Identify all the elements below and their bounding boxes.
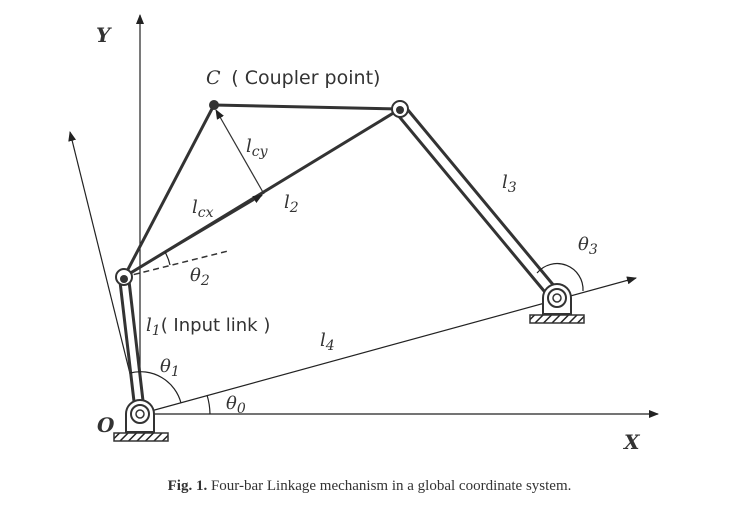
link-l1 xyxy=(118,271,146,420)
ground-support-rocker xyxy=(529,283,585,324)
input-link-axis xyxy=(68,131,141,415)
theta3-label: θ3 xyxy=(578,234,598,258)
theta0-label: θ0 xyxy=(226,393,246,417)
figure-caption-label: Fig. 1. xyxy=(167,478,208,494)
lcx-label: lcx xyxy=(192,197,214,221)
origin-label: O xyxy=(97,413,115,437)
l1-label: l1( Input link ) xyxy=(146,315,270,339)
joint-a-pin xyxy=(120,275,128,283)
theta1-arc xyxy=(129,371,182,404)
theta0-arc xyxy=(206,394,211,415)
joint-b-pin xyxy=(396,106,404,114)
y-axis-label: Y xyxy=(96,23,112,47)
lcy-label: lcy xyxy=(246,136,269,160)
theta2-label: θ2 xyxy=(190,265,210,289)
link-l3 xyxy=(393,102,564,305)
l3-label: l3 xyxy=(502,172,517,196)
l2-label: l2 xyxy=(284,192,299,216)
x-axis-label: X xyxy=(622,430,641,454)
theta2-arc xyxy=(164,251,171,266)
coupler-point-c xyxy=(209,100,219,110)
theta2-reference-line xyxy=(123,250,229,278)
lcx-arrow xyxy=(123,194,263,278)
theta3-arc xyxy=(536,263,584,292)
l4-label: l4 xyxy=(320,330,335,354)
ground-support-o xyxy=(113,399,169,442)
lcy-arrow xyxy=(215,109,265,195)
figure-caption: Fig. 1. Four-bar Linkage mechanism in a … xyxy=(0,478,739,495)
figure-caption-text: Four-bar Linkage mechanism in a global c… xyxy=(210,478,572,494)
coupler-point-label: C ( Coupler point) xyxy=(206,67,380,89)
theta1-label: θ1 xyxy=(160,356,180,380)
